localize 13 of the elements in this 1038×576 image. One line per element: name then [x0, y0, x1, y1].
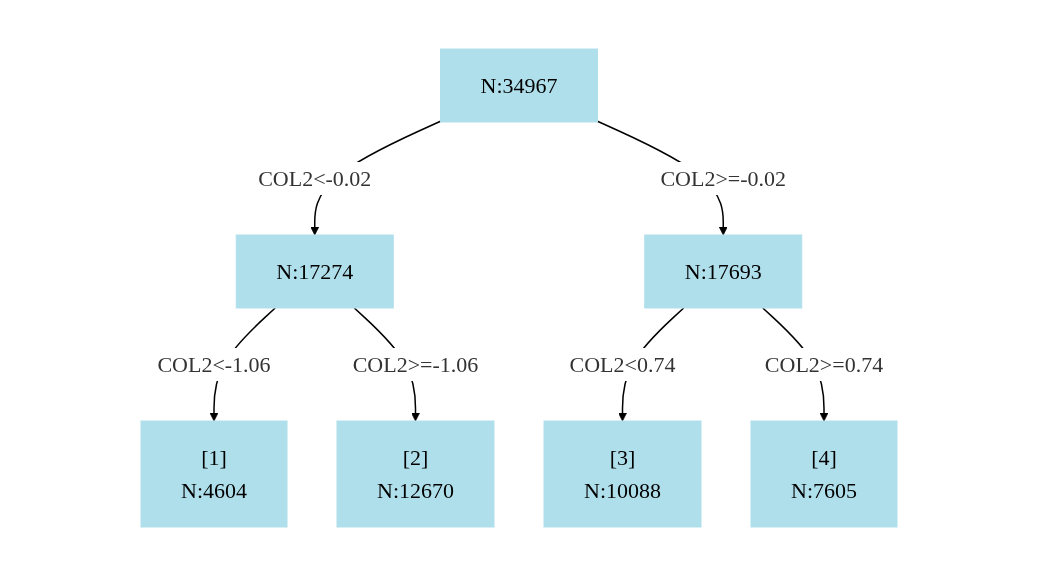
- node-box: N:34967: [440, 48, 598, 123]
- edge-label: COL2<-1.06: [157, 352, 271, 377]
- edge-label: COL2>=0.74: [764, 352, 884, 377]
- node-box: N:17274: [235, 234, 394, 309]
- edge-label: COL2>=-1.06: [352, 352, 479, 377]
- node-box: [1] N:4604: [140, 420, 288, 528]
- node-box: [2] N:12670: [336, 420, 495, 528]
- node-box: [3] N:10088: [543, 420, 702, 528]
- edge-label: COL2<-0.02: [258, 166, 372, 191]
- node-box: N:17693: [644, 234, 803, 309]
- edge-label: COL2<0.74: [569, 352, 676, 377]
- node-box: [4] N:7605: [750, 420, 898, 528]
- edge-label: COL2>=-0.02: [660, 166, 787, 191]
